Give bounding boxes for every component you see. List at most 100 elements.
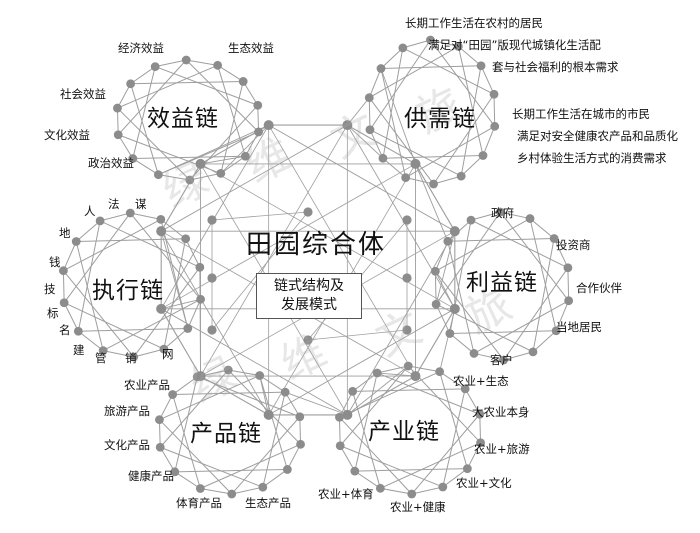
graph-node xyxy=(183,324,193,333)
graph-edge xyxy=(553,238,569,268)
interest-label: 合作伙伴 xyxy=(576,281,622,295)
supply-chain-title: 供需链 xyxy=(404,106,476,132)
graph-node xyxy=(282,465,292,474)
graph-edge xyxy=(354,468,468,472)
graph-edge xyxy=(457,46,484,156)
graph-edge xyxy=(500,211,531,220)
graph-node xyxy=(453,41,463,51)
graph-edge xyxy=(163,238,187,350)
benefit-label: 政治效益 xyxy=(88,156,134,170)
graph-edge xyxy=(479,414,482,443)
graph-node xyxy=(456,171,466,181)
graph-node xyxy=(280,387,290,397)
graph-edge xyxy=(132,155,246,160)
graph-node xyxy=(462,464,472,474)
graph-edge xyxy=(380,442,481,489)
benefit-label: 经济效益 xyxy=(118,41,164,55)
graph-edge xyxy=(382,47,404,159)
supply-label: 满足对“田园”版现代城镇化生活配 xyxy=(428,38,601,52)
graph-edge xyxy=(405,125,495,179)
product-label: 生态产品 xyxy=(245,496,291,510)
graph-node xyxy=(469,349,479,358)
graph-node xyxy=(407,489,417,499)
graph-edge xyxy=(174,376,198,472)
graph-node xyxy=(126,79,136,89)
graph-edge xyxy=(259,375,288,470)
graph-node xyxy=(156,303,167,314)
supply-label: 长期工作生活在城市的市民 xyxy=(512,107,650,121)
graph-node xyxy=(342,409,353,420)
graph-edge xyxy=(75,241,104,351)
interest-chain-title: 利益链 xyxy=(466,270,538,296)
graph-edge xyxy=(460,155,484,177)
graph-edge xyxy=(117,59,187,136)
graph-node xyxy=(113,103,122,113)
graph-edge xyxy=(439,371,466,390)
graph-edge xyxy=(160,219,189,329)
graph-edge xyxy=(160,218,186,240)
graph-node xyxy=(410,158,421,169)
graph-node xyxy=(489,89,499,99)
graph-node xyxy=(216,169,226,178)
graph-node xyxy=(449,226,460,237)
graph-edge xyxy=(160,446,263,488)
industry-label: 农业+生态 xyxy=(453,374,509,388)
graph-edge xyxy=(503,351,534,361)
graph-edge xyxy=(211,211,309,331)
industry-label: 农业+健康 xyxy=(390,500,446,514)
graph-node xyxy=(95,216,105,226)
graph-edge xyxy=(242,81,259,106)
graph-edge xyxy=(285,391,348,416)
graph-edge xyxy=(132,158,159,176)
graph-node xyxy=(335,441,345,451)
graph-node xyxy=(460,384,470,394)
graph-node xyxy=(207,273,217,283)
industry-chain-title: 产业链 xyxy=(368,419,440,445)
graph-edge xyxy=(347,124,384,159)
graph-node xyxy=(263,409,274,420)
graph-edge xyxy=(435,218,531,272)
graph-edge xyxy=(99,212,131,222)
product-label: 文化产品 xyxy=(104,438,150,452)
graph-edge xyxy=(369,39,431,131)
graph-edge xyxy=(377,365,409,374)
graph-node xyxy=(125,208,135,218)
graph-edge xyxy=(449,330,557,335)
graph-edge xyxy=(447,241,475,354)
graph-edge xyxy=(62,241,77,271)
graph-edge xyxy=(160,124,348,232)
industry-label: 农业+文化 xyxy=(456,476,512,490)
graph-edge xyxy=(116,83,132,109)
graph-node xyxy=(443,236,453,246)
graph-node xyxy=(478,151,488,160)
graph-node xyxy=(168,390,178,399)
graph-edge xyxy=(402,39,431,49)
graph-edge xyxy=(63,302,79,332)
graph-edge xyxy=(63,212,131,304)
graph-edge xyxy=(117,134,134,159)
graph-node xyxy=(156,226,167,237)
execution-label: 谋 xyxy=(135,197,147,211)
graph-node xyxy=(71,237,81,246)
graph-edge xyxy=(470,219,569,269)
graph-edge xyxy=(380,68,407,178)
graph-edge xyxy=(284,391,301,417)
product-label: 健康产品 xyxy=(128,469,174,483)
graph-node xyxy=(335,412,344,422)
graph-edge xyxy=(470,211,501,221)
graph-edge xyxy=(199,267,201,377)
graph-edge xyxy=(220,81,244,174)
graph-edge xyxy=(307,329,408,341)
benefit-label: 社会效益 xyxy=(60,87,106,101)
graph-edge xyxy=(447,237,555,242)
graph-edge xyxy=(200,488,232,495)
graph-edge xyxy=(227,369,301,445)
graph-edge xyxy=(411,413,481,495)
graph-edge xyxy=(369,129,384,159)
graph-edge xyxy=(174,471,201,489)
graph-edge xyxy=(435,304,451,334)
graph-edges xyxy=(62,39,570,495)
graph-edge xyxy=(231,486,263,495)
graph-edge xyxy=(102,298,201,352)
graph-edge xyxy=(160,308,348,416)
